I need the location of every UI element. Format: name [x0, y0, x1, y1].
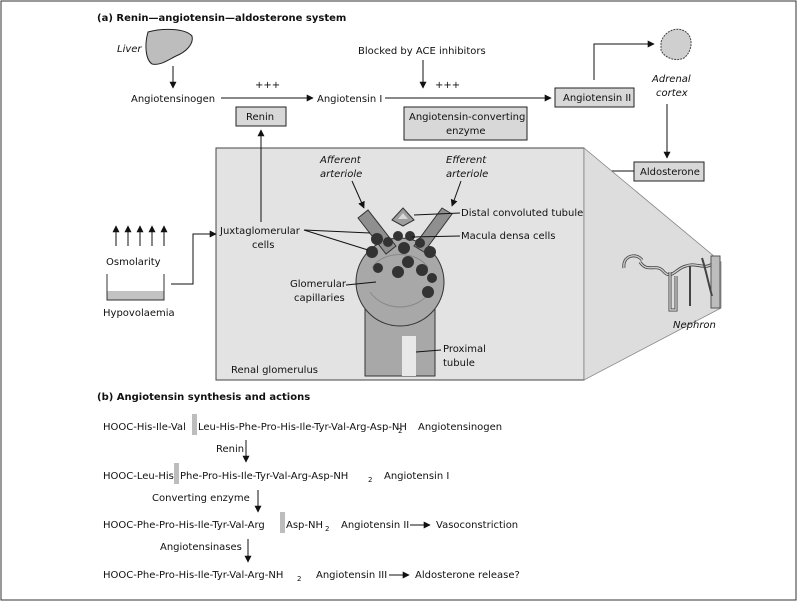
jg-line-1 [303, 229, 371, 234]
proximal-label-1: Proximal [443, 344, 486, 355]
row4-sub: 2 [297, 575, 301, 583]
angiotensin-1-label: Angiotensin I [317, 94, 382, 105]
ace-label-2: enzyme [446, 126, 486, 137]
renin-box [235, 106, 287, 127]
row2-name: Angiotensin I [384, 471, 449, 482]
osmolarity-label: Osmolarity [106, 257, 161, 268]
distal-line [413, 212, 461, 216]
row3-left: HOOC-Phe-Pro-His-Ile-Tyr-Val-Arg [103, 520, 265, 531]
efferent-label-1: Efferent [446, 155, 487, 166]
glomerulus-drawing [355, 207, 453, 377]
row4-name: Angiotensin III [316, 570, 387, 581]
jg-label-1: Juxtaglomerular [219, 226, 301, 237]
macula-label: Macula densa cells [461, 231, 555, 242]
liver-label: Liver [117, 44, 142, 55]
adrenal-label-1: Adrenal [651, 74, 691, 85]
jg-label-2: cells [252, 240, 274, 251]
efferent-label-2: arteriole [446, 169, 488, 180]
ace-box [403, 106, 528, 141]
glom-label-1: Glomerular [290, 279, 347, 290]
converting-step-label: Converting enzyme [152, 493, 250, 504]
section-b-title: (b) Angiotensin synthesis and actions [97, 392, 310, 403]
section-a-title: (a) Renin—angiotensin—aldosterone system [97, 13, 346, 24]
renin-label: Renin [246, 112, 274, 123]
row3-right: Asp-NH [286, 520, 323, 531]
proximal-line [415, 349, 442, 353]
angiotensinogen-label: Angiotensinogen [131, 94, 215, 105]
jg-line-2 [303, 229, 369, 251]
aldosterone-label: Aldosterone [640, 167, 700, 178]
row1-left: HOOC-His-Ile-Val [103, 422, 186, 433]
nephron-label: Nephron [673, 320, 716, 331]
distal-label: Distal convoluted tubule [461, 208, 583, 219]
angiotensin-2-box [554, 87, 635, 108]
adrenal-label-2: cortex [656, 88, 688, 99]
row1-right: Leu-His-Phe-Pro-His-Ile-Tyr-Val-Arg-Asp-… [198, 422, 407, 433]
angiotensinases-label: Angiotensinases [160, 542, 242, 553]
afferent-label-1: Afferent [319, 155, 362, 166]
efferent-arrow [450, 180, 462, 207]
hypovolaemia-label: Hypovolaemia [103, 308, 175, 319]
row1-cut [192, 414, 197, 435]
vaso-label: Vasoconstriction [436, 520, 518, 531]
row3-name: Angiotensin II [341, 520, 409, 531]
row4-peptide: HOOC-Phe-Pro-His-Ile-Tyr-Val-Arg-NH [103, 570, 283, 581]
row1-name: Angiotensinogen [418, 422, 502, 433]
plus-label-1: +++ [255, 80, 280, 91]
nephron-drawing [622, 254, 721, 312]
adrenal-icon [660, 28, 692, 61]
afferent-arrow [351, 180, 365, 209]
hypovolaemia-beaker [106, 274, 165, 301]
osmolarity-arrows [112, 225, 168, 246]
ace-label-1: Angiotensin-converting [409, 112, 525, 123]
liver-icon [145, 28, 193, 65]
renin-step-label: Renin [216, 444, 244, 455]
zoom-cone [583, 147, 722, 381]
angiotensin-2-label: Angiotensin II [563, 93, 631, 104]
arrow-to-adrenal [593, 40, 655, 80]
row2-right: Phe-Pro-His-Ile-Tyr-Val-Arg-Asp-NH [180, 471, 348, 482]
afferent-label-2: arteriole [320, 169, 362, 180]
proximal-label-2: tubule [443, 358, 475, 369]
row3-sub: 2 [325, 525, 329, 533]
glom-label-2: capillaries [294, 293, 345, 304]
blocked-label: Blocked by ACE inhibitors [358, 46, 486, 57]
row3-cut [280, 512, 285, 533]
row2-left: HOOC-Leu-His [103, 471, 174, 482]
hypovolaemia-arrow [171, 230, 217, 285]
aldo-release-label: Aldosterone release? [415, 570, 520, 581]
row2-cut [174, 463, 179, 484]
row2-sub: 2 [368, 476, 372, 484]
renal-glomerulus-label: Renal glomerulus [231, 365, 318, 376]
macula-line [411, 235, 461, 238]
row1-sub: 2 [398, 427, 402, 435]
glom-line [345, 281, 377, 286]
plus-label-2: +++ [435, 80, 460, 91]
